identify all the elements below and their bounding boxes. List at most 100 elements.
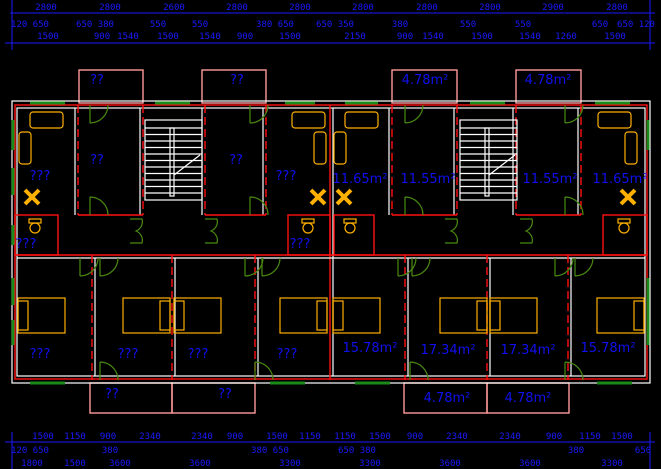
walls — [11, 69, 651, 414]
dimension-text: 550 — [150, 20, 166, 30]
dimension-text: 1500 — [471, 32, 493, 42]
dimension-text: 2800 — [416, 3, 438, 13]
bathroom-wall — [602, 214, 648, 256]
stair-arrow — [173, 154, 201, 176]
dimension-text: 550 — [192, 20, 208, 30]
armchair-icon — [333, 131, 347, 165]
dimension-text: 1800 — [21, 459, 43, 469]
room-label: 4.78m² — [424, 391, 471, 406]
room-label: 11.55m² — [400, 172, 455, 187]
door-swing — [249, 104, 269, 124]
dimension-text: 650 — [635, 446, 651, 456]
double-door — [520, 218, 533, 244]
toilet-tank — [617, 218, 631, 224]
bed-icon — [489, 297, 538, 334]
toilet-tank — [28, 218, 42, 224]
door-swing — [261, 257, 281, 277]
toilet-tank — [301, 218, 315, 224]
balcony-top — [391, 69, 458, 104]
toilet-tank — [343, 218, 357, 224]
outer-wall-inner — [16, 107, 646, 377]
dimension-text: 2340 — [499, 432, 521, 442]
balcony-top — [78, 69, 144, 104]
dimension-text: 2340 — [139, 432, 161, 442]
dimension-text: 2900 — [542, 3, 564, 13]
dimension-text: 650 380 — [338, 446, 376, 456]
fixtures — [17, 111, 645, 334]
door-swing — [411, 257, 431, 277]
bed-icon — [332, 297, 381, 334]
room-label: ?? — [90, 73, 104, 88]
bathroom-wall — [14, 214, 59, 256]
dimension-text: 1500 — [37, 32, 59, 42]
door-swing — [89, 104, 109, 124]
armchair-icon — [313, 131, 327, 165]
dimension-text: 900 — [237, 32, 253, 42]
dimension-text: 1540 — [199, 32, 221, 42]
room-label: ??? — [30, 169, 51, 184]
dimension-text: 900 — [407, 432, 423, 442]
plant-icon — [619, 188, 637, 206]
dimension-text: 380 650 — [256, 20, 294, 30]
bed-pillow — [17, 300, 29, 331]
door-swing — [249, 196, 269, 216]
dimension-text: 2340 — [191, 432, 213, 442]
toilet-icon — [618, 222, 630, 234]
bed-pillow — [332, 300, 344, 331]
door-swing — [244, 257, 264, 277]
dimension-text: 1500 — [604, 32, 626, 42]
dimension-text: 1260 — [555, 32, 577, 42]
bathroom-wall — [287, 214, 331, 256]
door-swing — [574, 257, 594, 277]
door-swing — [409, 361, 429, 381]
room-label: ?? — [230, 73, 244, 88]
bed-icon — [173, 297, 222, 334]
double-door — [130, 218, 143, 244]
balcony-top — [201, 69, 267, 104]
sofa-icon — [291, 111, 326, 129]
plant-leaves — [619, 188, 637, 206]
dimension-text: 3600 — [109, 459, 131, 469]
plant-icon — [23, 188, 41, 206]
bed-pillow — [173, 300, 185, 331]
dimension-text: 900 — [100, 432, 116, 442]
door-swing — [404, 104, 424, 124]
dimension-text: 1500 — [32, 432, 54, 442]
toilet-icon — [29, 222, 41, 234]
dimension-text: 900 — [546, 432, 562, 442]
door-swing — [89, 196, 109, 216]
room-label: 11.65m² — [332, 172, 387, 187]
dimension-text: 900 — [94, 32, 110, 42]
dimension-text: 2340 — [446, 432, 468, 442]
dimension-text: 1500 — [157, 32, 179, 42]
double-door — [445, 218, 458, 244]
toilet-icon — [302, 222, 314, 234]
door-swing — [79, 257, 99, 277]
room-label: ??? — [188, 347, 209, 362]
dimension-text: 3600 — [439, 459, 461, 469]
door-swing — [404, 196, 424, 216]
double-door — [205, 218, 218, 244]
room-label: 17.34m² — [420, 343, 475, 358]
dimension-text: 2800 — [35, 3, 57, 13]
sofa-icon — [597, 111, 632, 129]
room-label: 4.78m² — [505, 391, 552, 406]
dimension-text: 2600 — [163, 3, 185, 13]
balcony-bottom — [89, 382, 173, 414]
outer-wall — [11, 100, 651, 384]
door-swing — [397, 257, 417, 277]
dimension-text: 2150 — [344, 32, 366, 42]
bed-icon — [596, 297, 645, 334]
dimension-text: 120 650 — [11, 20, 49, 30]
room-label: ?? — [90, 153, 104, 168]
toilet-icon — [344, 222, 356, 234]
dimension-text: 2800 — [289, 3, 311, 13]
room-label: ??? — [118, 347, 139, 362]
dimension-text: 380 650 — [251, 446, 289, 456]
dimension-text: 1540 — [422, 32, 444, 42]
bed-pillow — [159, 300, 171, 331]
dimension-text: 1500 — [64, 459, 86, 469]
